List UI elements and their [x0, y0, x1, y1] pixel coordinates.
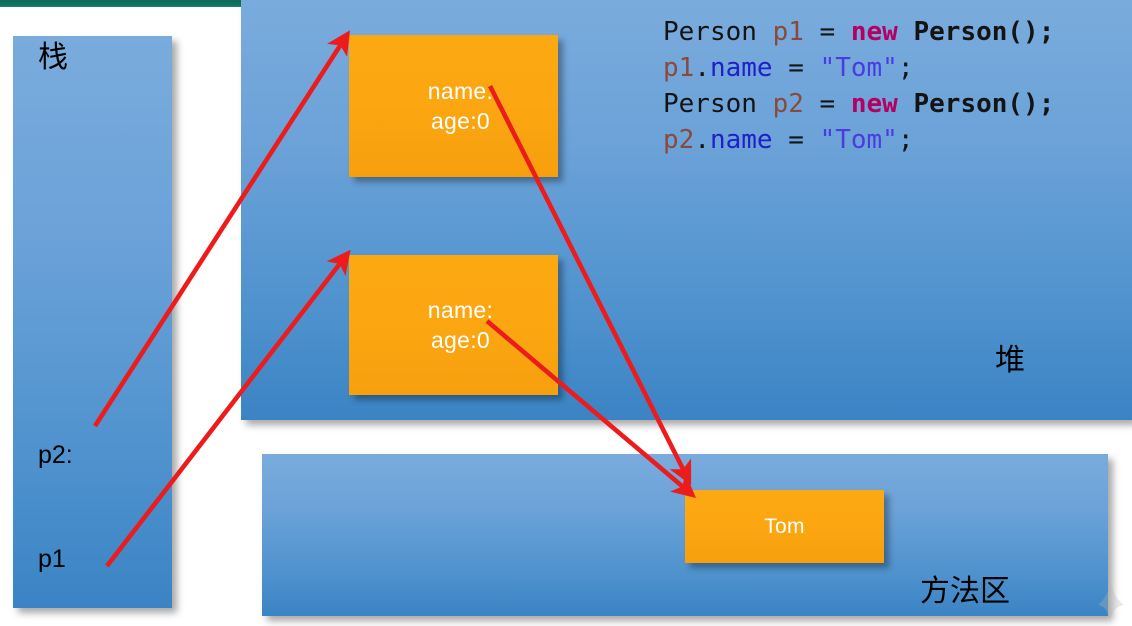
code-token: Person() [913, 89, 1039, 119]
code-snippet: Person p1 = new Person();p1.name = "Tom"… [663, 14, 1123, 158]
code-token: = [772, 125, 820, 155]
code-token: p2 [772, 89, 804, 119]
code-token: name [709, 125, 773, 155]
code-token [898, 17, 914, 47]
code-token: ; [897, 125, 914, 155]
object-1-field-age: age:0 [430, 108, 491, 134]
code-token: . [694, 53, 710, 83]
code-token: new [850, 17, 898, 47]
code-token: ; [1038, 89, 1055, 119]
code-token: = [803, 89, 851, 119]
heap-title-label: 堆 [995, 343, 1025, 378]
code-token: = [772, 53, 820, 83]
corner-watermark-icon [1098, 584, 1124, 622]
stack-panel [13, 36, 172, 608]
code-token: "Tom" [819, 125, 898, 155]
code-line-4: p2.name = "Tom"; [663, 122, 1123, 158]
string-pool-box-tom: Tom [685, 490, 884, 563]
heap-object-box-2: name: age:0 [349, 255, 558, 395]
code-token: p2 [663, 125, 695, 155]
code-token: Person [663, 17, 773, 47]
stack-title-label: 栈 [38, 40, 68, 75]
object-1-field-name: name: [427, 78, 494, 104]
code-token: Person() [913, 17, 1039, 47]
code-line-1: Person p1 = new Person(); [663, 14, 1123, 50]
stack-variable-p2: p2: [38, 441, 73, 469]
code-token: = [803, 17, 851, 47]
code-line-3: Person p2 = new Person(); [663, 86, 1123, 122]
code-line-2: p1.name = "Tom"; [663, 50, 1123, 86]
code-token: ; [1038, 17, 1055, 47]
code-token: "Tom" [819, 53, 898, 83]
stack-variable-p1: p1 [38, 545, 66, 573]
code-token: p1 [772, 17, 804, 47]
code-token: name [709, 53, 773, 83]
method-area-title-label: 方法区 [920, 574, 1010, 609]
code-token: Person [663, 89, 773, 119]
object-2-field-name: name: [427, 297, 494, 323]
object-2-field-age: age:0 [430, 327, 491, 353]
code-token [898, 89, 914, 119]
code-token: . [694, 125, 710, 155]
heap-object-box-1: name: age:0 [349, 35, 558, 177]
code-token: ; [897, 53, 914, 83]
code-token: p1 [663, 53, 695, 83]
code-token: new [850, 89, 898, 119]
string-literal-label: Tom [764, 514, 805, 538]
